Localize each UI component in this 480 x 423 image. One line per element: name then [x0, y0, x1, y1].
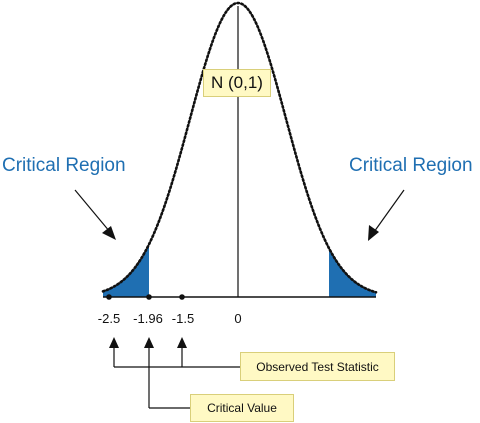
right-critical-region-label: Critical Region	[349, 155, 473, 176]
left-region-arrow	[74, 189, 116, 240]
right-critical-region-shading	[329, 248, 376, 297]
observed-arrow-left	[109, 337, 119, 367]
right-region-arrow	[368, 189, 405, 241]
point-minus-2-5	[106, 294, 112, 300]
critical-value-callout: Critical Value	[190, 394, 294, 422]
tick-label-minus-1-96: -1.96	[133, 311, 163, 326]
tick-label-zero: 0	[234, 311, 242, 326]
observed-test-statistic-callout: Observed Test Statistic	[240, 352, 395, 381]
tick-label-minus-2-5: -2.5	[97, 311, 121, 326]
left-critical-region-label: Critical Region	[2, 155, 126, 176]
distribution-label: N (0,1)	[203, 69, 271, 97]
point-minus-1-96	[146, 294, 152, 300]
left-critical-region-shading	[103, 244, 149, 297]
normal-distribution-curve	[101, 1, 378, 294]
observed-arrow-right	[177, 337, 187, 367]
point-minus-1-5	[179, 294, 185, 300]
tick-label-minus-1-5: -1.5	[171, 311, 195, 326]
critical-value-arrow	[144, 337, 190, 409]
